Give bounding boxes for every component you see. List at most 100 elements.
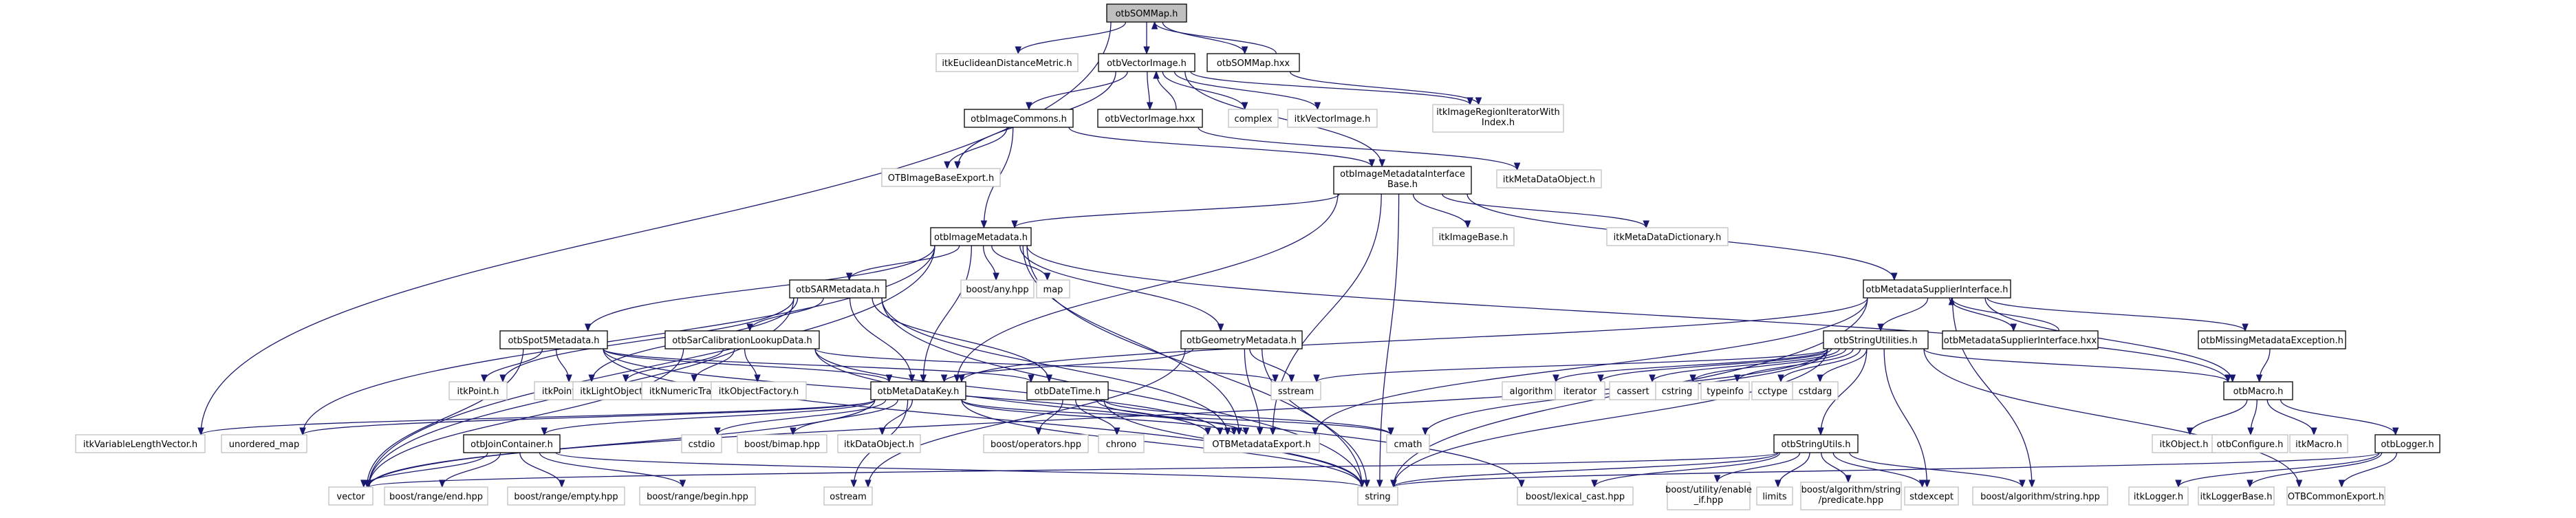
edge-line — [1096, 399, 1247, 435]
node-label: boost/algorithm/string — [1801, 485, 1901, 495]
node-label: _if.hpp — [1693, 495, 1724, 506]
node-box — [499, 330, 608, 349]
edge-arrowhead — [1390, 479, 1397, 488]
node-cstdarg: cstdarg — [1792, 381, 1839, 400]
node-strutil[interactable]: otbStringUtilities.h — [1823, 330, 1929, 349]
edge-sarcal-to-blexcast — [814, 348, 1525, 488]
node-msihxx[interactable]: otbMetadataSupplierInterface.hxx — [1942, 330, 2099, 349]
edge-line — [2280, 399, 2396, 435]
node-box — [870, 381, 966, 400]
node-box — [2198, 330, 2346, 349]
node-cmath: cmath — [1386, 434, 1430, 453]
edge-arrowhead — [920, 374, 927, 383]
node-join[interactable]: otbJoinContainer.h — [463, 434, 561, 453]
node-label: cassert — [1616, 387, 1649, 397]
node-dt[interactable]: otbDateTime.h — [1026, 381, 1109, 400]
node-strutils[interactable]: otbStringUtils.h — [1773, 434, 1859, 453]
edge-line — [2178, 452, 2380, 488]
node-label: Index.h — [1482, 118, 1515, 128]
node-macro[interactable]: otbMacro.h — [2223, 381, 2293, 400]
node-imd[interactable]: otbImageMetadata.h — [930, 227, 1032, 246]
node-label: unordered_map — [229, 440, 300, 450]
node-vector: vector — [328, 486, 374, 506]
node-sar[interactable]: otbSARMetadata.h — [789, 279, 887, 299]
node-mdk[interactable]: otbMetaDataKey.h — [870, 381, 966, 400]
node-msi[interactable]: otbMetadataSupplierInterface.h — [1863, 279, 2011, 299]
node-label: otbMetadataSupplierInterface.hxx — [1944, 336, 2097, 346]
edge-spot5-to-string — [603, 348, 1365, 488]
edge-somhxx-to-somh — [1151, 21, 1277, 54]
node-label: boost/range/begin.hpp — [647, 492, 748, 502]
edge-arrowhead — [1241, 46, 1248, 55]
edge-line — [555, 452, 1363, 488]
node-logger[interactable]: otbLogger.h — [2374, 434, 2440, 453]
node-brbegin: boost/range/begin.hpp — [639, 486, 756, 506]
edge-arrowhead — [1313, 374, 1320, 383]
edge-arrowhead — [1422, 427, 1429, 436]
node-box — [881, 168, 1001, 187]
node-sarcal[interactable]: otbSarCalibrationLookupData.h — [664, 330, 820, 349]
edge-arrowhead — [2028, 479, 2035, 488]
edge-arrowhead — [1015, 46, 1021, 55]
node-cassert: cassert — [1609, 381, 1657, 400]
node-somhxx[interactable]: otbSOMMap.hxx — [1206, 53, 1300, 72]
edge-line — [1103, 399, 1392, 435]
node-box — [1972, 486, 2108, 506]
edge-imd-to-spot5 — [584, 245, 935, 332]
edge-arrowhead — [865, 479, 872, 488]
edge-arrowhead — [1256, 427, 1264, 436]
edge-arrowhead — [1153, 70, 1160, 79]
edge-arrowhead — [1713, 475, 1721, 484]
edge-arrowhead — [1143, 46, 1150, 55]
edge-line — [543, 399, 876, 435]
edge-line — [603, 348, 1032, 382]
node-box — [1904, 486, 1959, 506]
edge-strutil-to-strutils — [1817, 348, 1868, 436]
edge-arrowhead — [360, 479, 367, 488]
node-box — [935, 53, 1079, 72]
node-label: otbStringUtilities.h — [1834, 336, 1917, 346]
edge-imib-to-mdk — [953, 193, 1339, 383]
edge-strutil-to-otbce — [1923, 348, 2303, 488]
node-vihxx[interactable]: otbVectorImage.hxx — [1097, 109, 1203, 128]
node-geom[interactable]: otbGeometryMetadata.h — [1180, 330, 1303, 349]
node-imgc[interactable]: otbImageCommons.h — [964, 109, 1074, 128]
edge-line — [1022, 245, 1240, 435]
node-spot5[interactable]: otbSpot5Metadata.h — [499, 330, 608, 349]
node-box — [964, 109, 1074, 128]
edge-geom-to-ostream — [865, 348, 1186, 488]
node-stdexcept: stdexcept — [1904, 486, 1959, 506]
edge-line — [603, 348, 890, 382]
edge-line — [1652, 348, 1840, 382]
edge-line — [814, 348, 1276, 382]
edge-arrowhead — [2295, 479, 2303, 488]
node-box — [1180, 330, 1303, 349]
edge-arrowhead — [1035, 427, 1042, 436]
node-box — [1333, 166, 1472, 195]
node-vih[interactable]: otbVectorImage.h — [1098, 53, 1195, 72]
edge-arrowhead — [2186, 427, 2194, 436]
edge-line — [368, 452, 1779, 488]
edge-line — [922, 245, 972, 382]
edge-strutil-to-algorithm — [1552, 348, 1828, 383]
node-box — [1036, 279, 1070, 299]
edge-strutils-to-bue — [1713, 452, 1801, 484]
node-label: sstream — [1278, 387, 1314, 397]
node-somh[interactable]: otbSOMMap.h — [1106, 3, 1187, 23]
node-label: otbMetadataSupplierInterface.h — [1866, 285, 2009, 295]
edge-imib-to-itkmdd — [1442, 193, 1649, 229]
edge-line — [502, 297, 794, 382]
node-label: otbMetaDataKey.h — [878, 387, 960, 397]
edge-mdk-to-join — [541, 399, 876, 436]
node-missing[interactable]: otbMissingMetadataException.h — [2198, 330, 2346, 349]
edge-sarcal-to-sstream — [814, 348, 1279, 383]
edge-arrowhead — [2019, 479, 2026, 488]
node-label: itkNumericTraits.h — [649, 387, 730, 397]
edge-arrowhead — [2010, 323, 2017, 332]
edge-imib-to-itkib — [1412, 193, 1471, 229]
edge-vih-to-itkvi — [1173, 71, 1321, 111]
edge-line — [1014, 193, 1340, 228]
edge-missing-to-macro — [2255, 348, 2271, 383]
